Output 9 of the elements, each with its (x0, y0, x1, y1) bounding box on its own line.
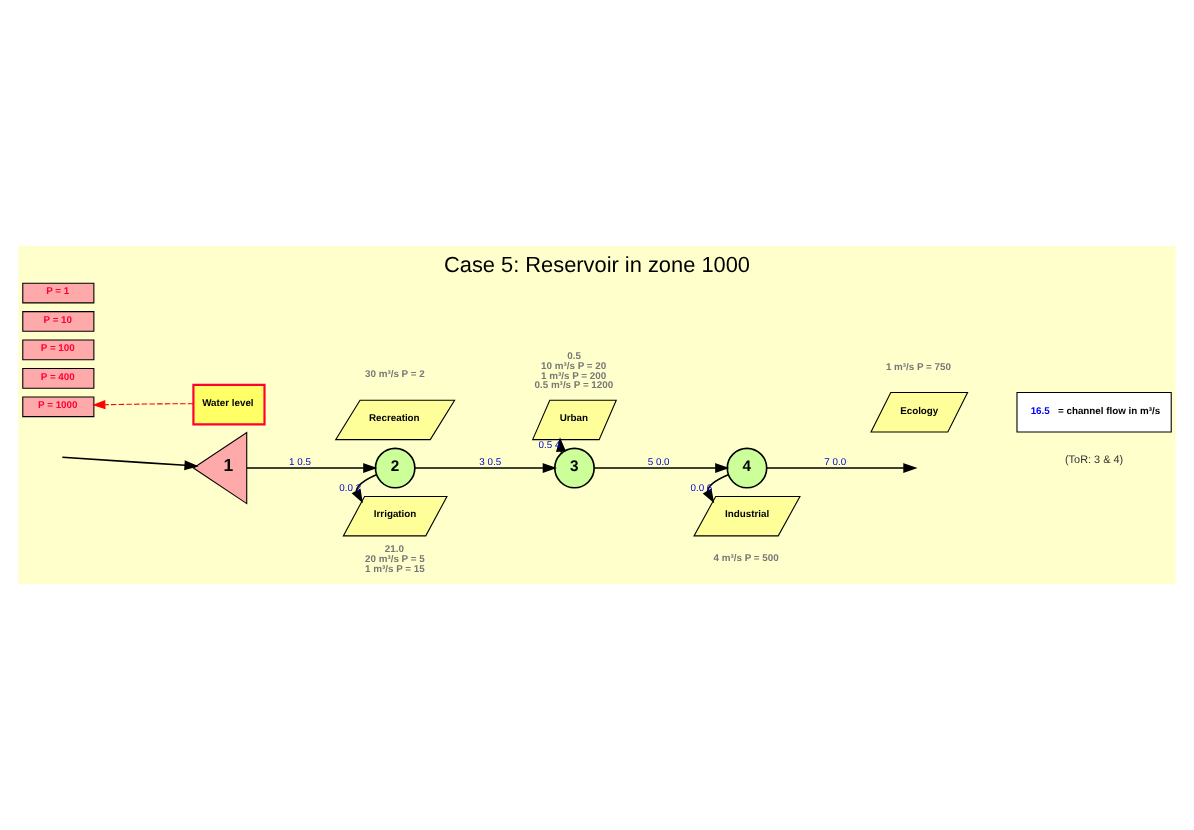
diagram-title: Case 5: Reservoir in zone 1000 (444, 254, 750, 279)
arrow (702, 473, 730, 504)
arrow (766, 463, 918, 474)
arrow (414, 463, 557, 474)
arrow (351, 473, 378, 504)
arrow (593, 463, 730, 474)
arrow (246, 463, 378, 474)
arrow (61, 456, 199, 471)
arrow (92, 400, 194, 410)
